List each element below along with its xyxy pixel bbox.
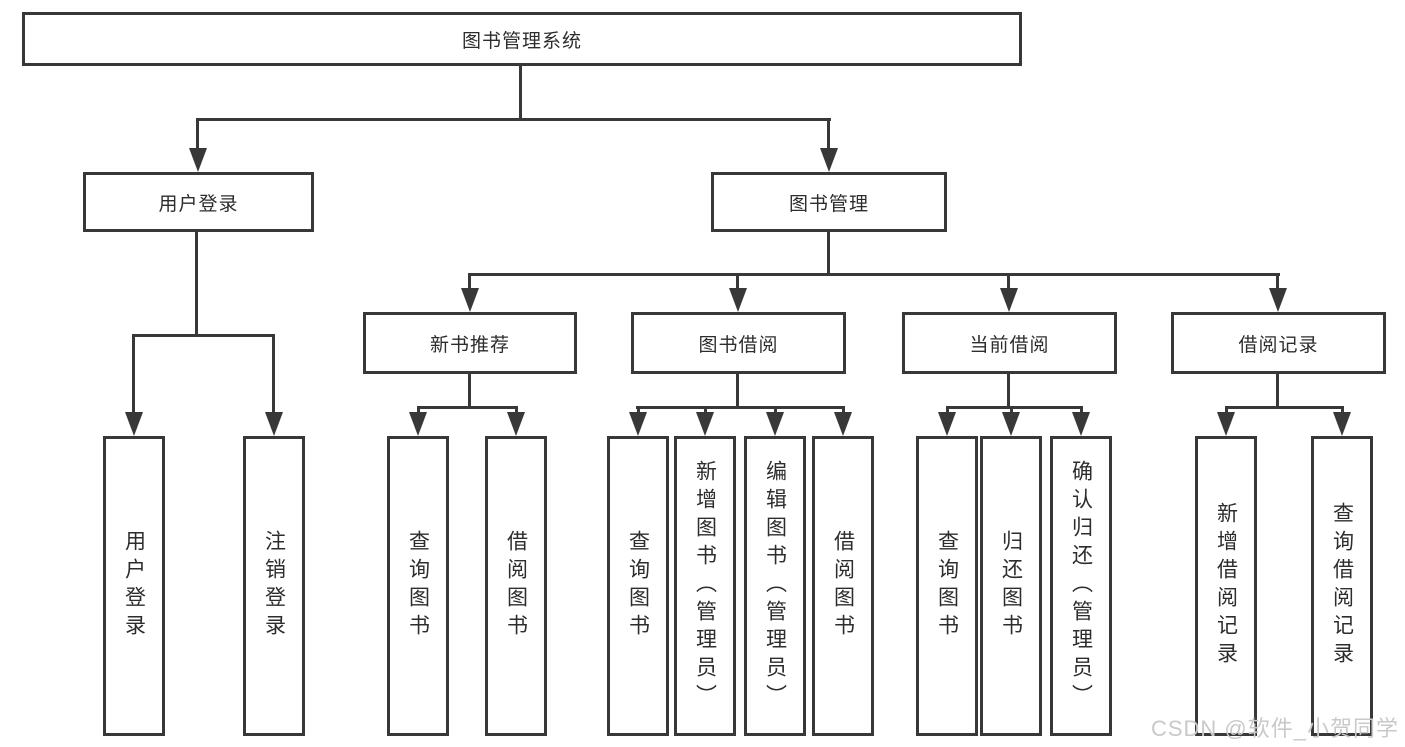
node-root-label: 图书管理系统	[461, 30, 582, 52]
connector-stem-user-login-group	[196, 118, 199, 154]
node-borrowing-records: 借阅记录	[1171, 312, 1386, 374]
node-book-borrowing-label: 图书借阅	[698, 334, 779, 356]
node-bb-edit-books-label: 编辑图书（管理员）	[763, 460, 787, 712]
node-book-management-group: 图书管理	[711, 172, 947, 232]
node-logout: 注销登录	[243, 436, 305, 736]
connector-root-stem	[519, 66, 522, 120]
arrow-cb-confirm	[1072, 412, 1090, 436]
node-cb-confirm-return: 确认归还（管理员）	[1050, 436, 1112, 736]
node-root: 图书管理系统	[22, 12, 1022, 66]
arrow-nbr-borrow	[507, 412, 525, 436]
arrow-borrowing-records	[1269, 288, 1287, 312]
watermark: CSDN @软件_小贺同学	[1150, 716, 1399, 741]
node-bb-edit-books: 编辑图书（管理员）	[744, 436, 806, 736]
arrow-book-borrowing	[729, 288, 747, 312]
node-br-add-record-label: 新增借阅记录	[1214, 502, 1238, 670]
connector-nbr-hbar	[417, 406, 518, 409]
node-logout-label: 注销登录	[262, 530, 286, 642]
arrow-logout-leaf	[265, 412, 283, 436]
connector-bb-hbar	[636, 406, 844, 409]
connector-stem-borrowing-records	[1276, 273, 1279, 294]
node-user-login-label: 用户登录	[122, 530, 146, 642]
node-br-query-record: 查询借阅记录	[1311, 436, 1373, 736]
node-cb-query-books: 查询图书	[916, 436, 978, 736]
node-cb-return-books-label: 归还图书	[999, 530, 1023, 642]
connector-cb-hbar	[946, 406, 1082, 409]
connector-user-login-stem	[195, 232, 198, 336]
node-cb-return-books: 归还图书	[980, 436, 1042, 736]
connector-stem-logout-leaf	[272, 334, 275, 416]
node-current-borrowing: 当前借阅	[902, 312, 1117, 374]
arrow-bb-borrow	[834, 412, 852, 436]
connector-book-management-stem	[827, 232, 830, 275]
node-bb-query-books-label: 查询图书	[626, 530, 650, 642]
node-bb-query-books: 查询图书	[607, 436, 669, 736]
connector-nbr-stem	[468, 374, 471, 408]
node-nbr-query-books: 查询图书	[387, 436, 449, 736]
node-cb-query-books-label: 查询图书	[935, 530, 959, 642]
node-br-add-record: 新增借阅记录	[1195, 436, 1257, 736]
node-cb-confirm-return-label: 确认归还（管理员）	[1069, 460, 1093, 712]
node-bb-borrow-books-label: 借阅图书	[831, 530, 855, 642]
arrow-br-add	[1217, 412, 1235, 436]
connector-stem-user-login-leaf	[132, 334, 135, 416]
connector-stem-book-management-group	[827, 118, 830, 154]
node-user-login-group-label: 用户登录	[158, 193, 239, 215]
connector-br-stem	[1276, 374, 1279, 408]
arrow-bb-add	[696, 412, 714, 436]
node-new-book-recommend: 新书推荐	[363, 312, 577, 374]
connector-stem-current-borrowing	[1007, 273, 1010, 294]
arrow-br-query	[1333, 412, 1351, 436]
node-bb-add-books: 新增图书（管理员）	[674, 436, 736, 736]
node-book-management-group-label: 图书管理	[788, 193, 869, 215]
node-nbr-borrow-books-label: 借阅图书	[504, 530, 528, 642]
node-user-login-group: 用户登录	[83, 172, 314, 232]
connector-br-hbar	[1225, 406, 1343, 409]
arrow-bb-edit	[766, 412, 784, 436]
arrow-nbr-query	[409, 412, 427, 436]
arrow-user-login-group	[189, 148, 207, 172]
node-nbr-borrow-books: 借阅图书	[485, 436, 547, 736]
node-bb-add-books-label: 新增图书（管理员）	[693, 460, 717, 712]
node-new-book-recommend-label: 新书推荐	[429, 334, 510, 356]
connector-book-management-hbar	[469, 273, 1280, 276]
arrow-bb-query	[629, 412, 647, 436]
node-book-borrowing: 图书借阅	[631, 312, 846, 374]
arrow-new-book-recommend	[461, 288, 479, 312]
arrow-cb-return	[1002, 412, 1020, 436]
arrow-book-management-group	[820, 148, 838, 172]
node-br-query-record-label: 查询借阅记录	[1330, 502, 1354, 670]
connector-cb-stem	[1007, 374, 1010, 408]
arrow-cb-query	[938, 412, 956, 436]
connector-bb-stem	[736, 374, 739, 408]
arrow-user-login-leaf	[125, 412, 143, 436]
connector-stem-book-borrowing	[736, 273, 739, 294]
node-bb-borrow-books: 借阅图书	[812, 436, 874, 736]
node-borrowing-records-label: 借阅记录	[1238, 334, 1319, 356]
connector-user-login-hbar	[133, 334, 275, 337]
connector-stem-new-book-recommend	[468, 273, 471, 294]
arrow-current-borrowing	[1000, 288, 1018, 312]
node-nbr-query-books-label: 查询图书	[406, 530, 430, 642]
node-user-login: 用户登录	[103, 436, 165, 736]
node-current-borrowing-label: 当前借阅	[969, 334, 1050, 356]
connector-root-hbar	[197, 118, 831, 121]
